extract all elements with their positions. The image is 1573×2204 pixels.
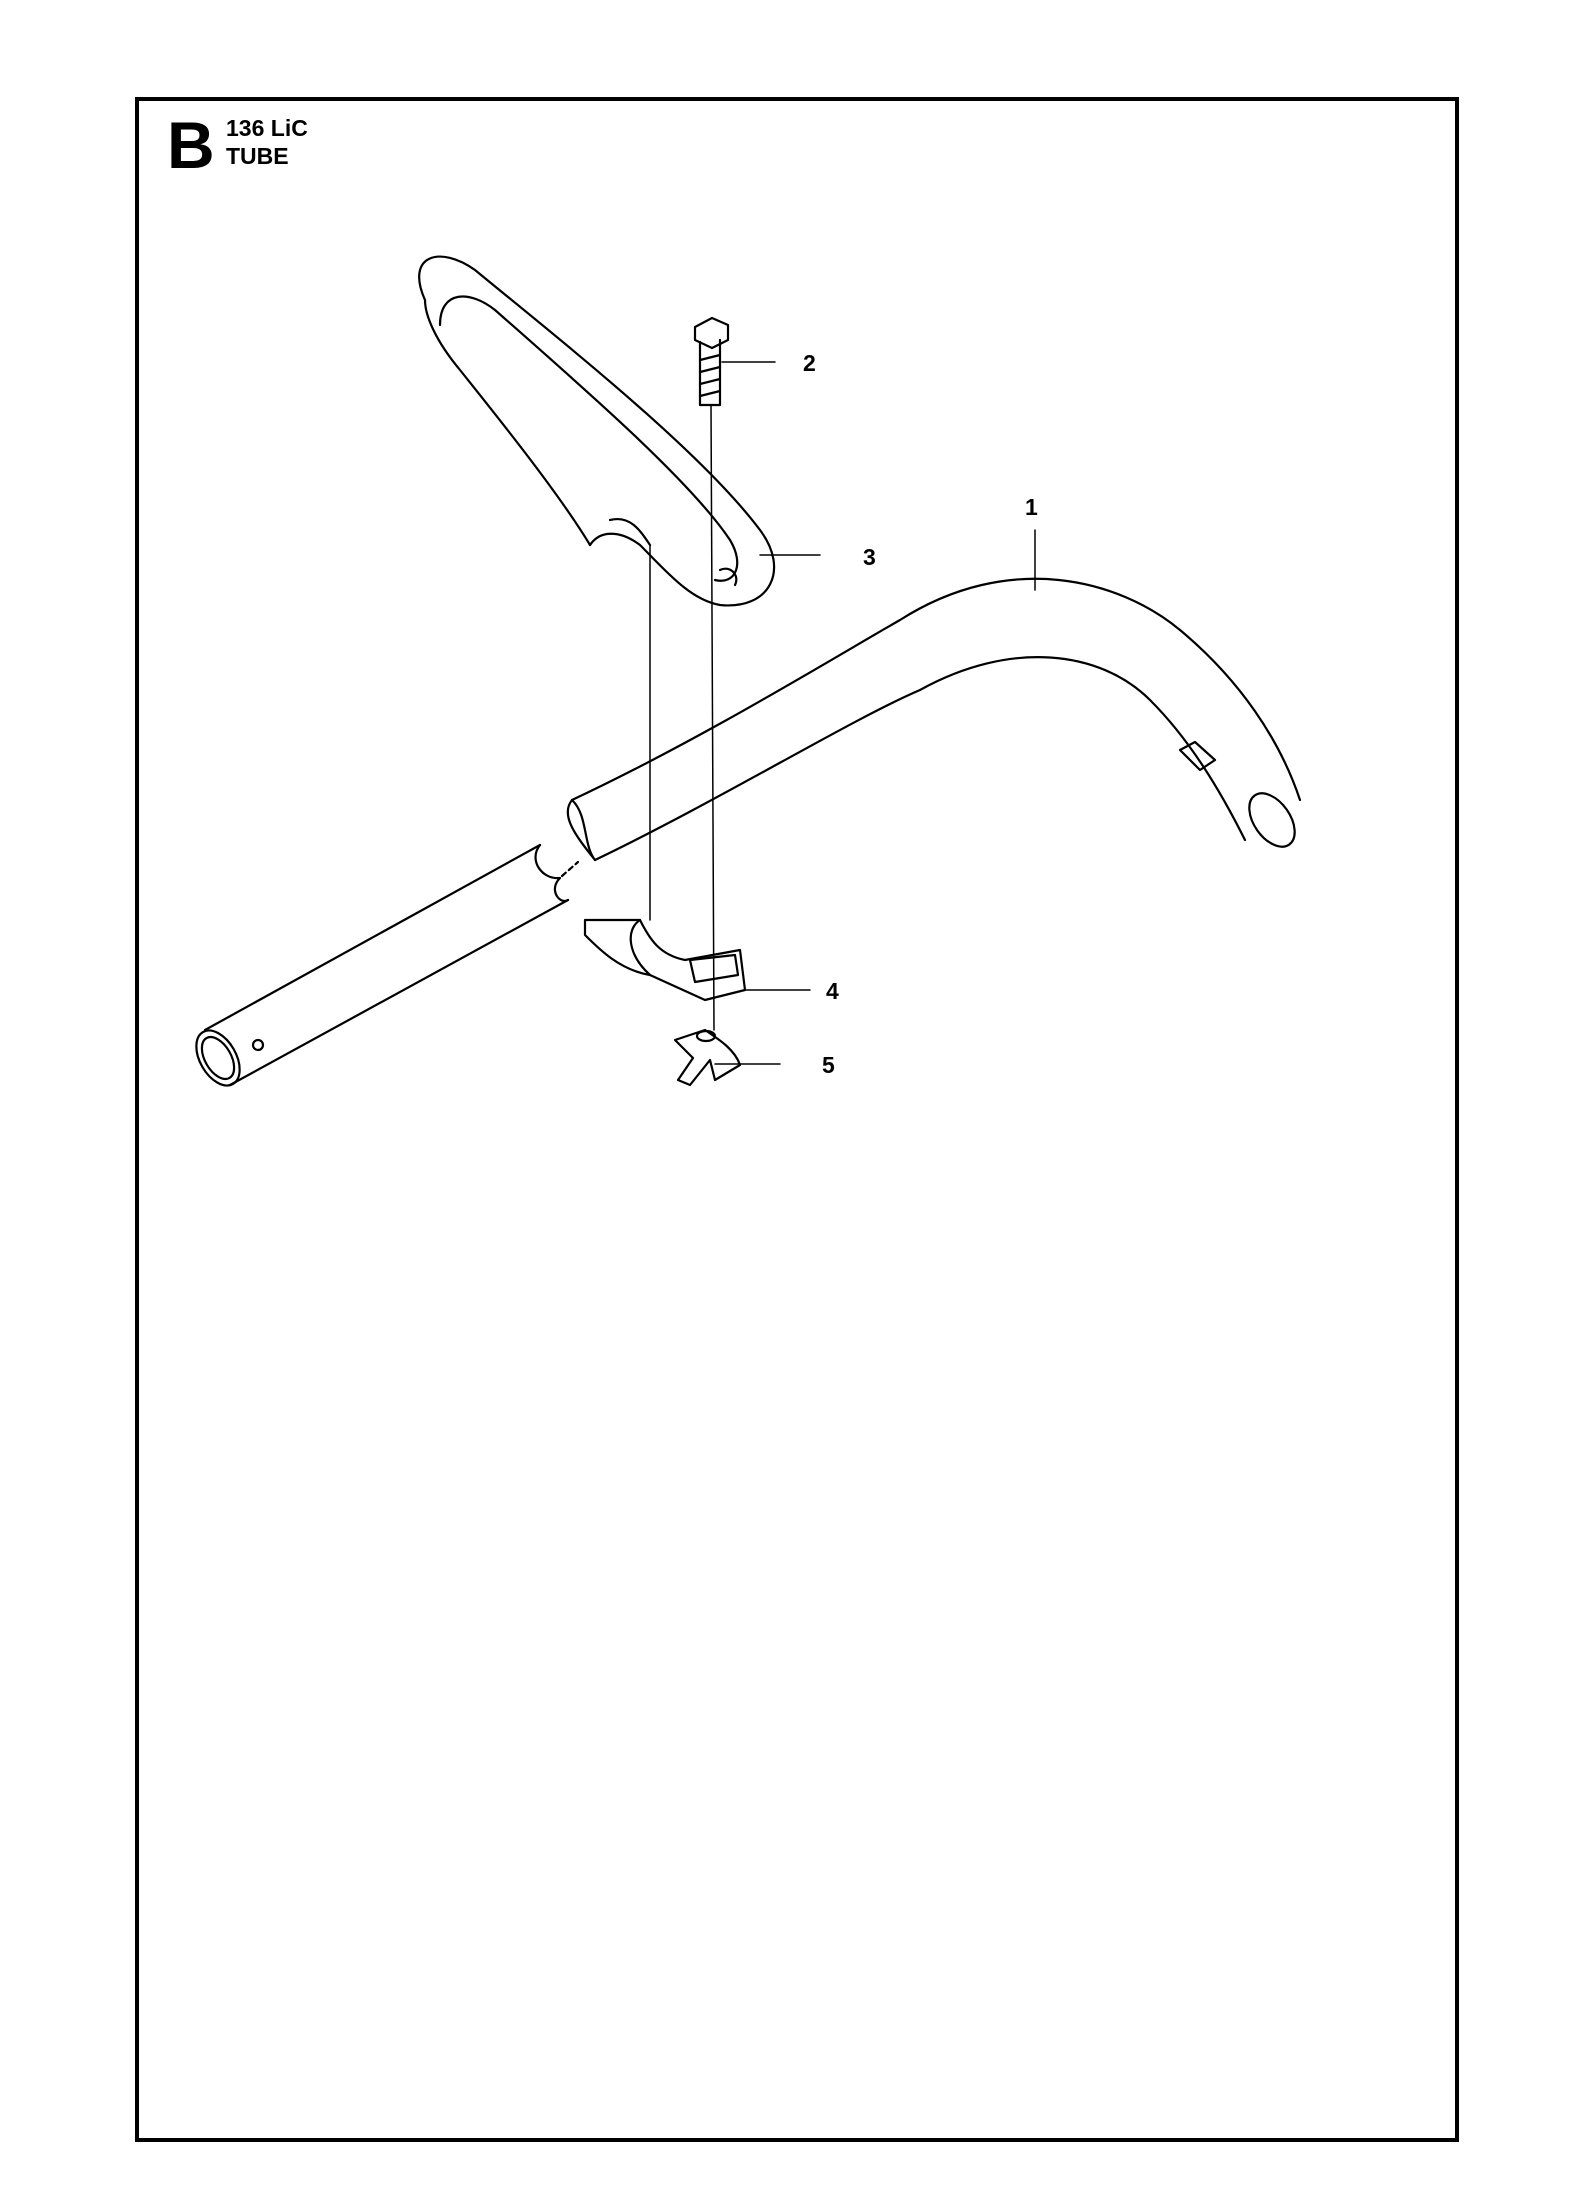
callout-5: 5 [822, 1052, 835, 1078]
assembly-title: TUBE [226, 143, 289, 169]
section-letter: B [167, 108, 215, 182]
straight-tube-section [195, 843, 570, 1087]
break-line [560, 860, 580, 878]
assembly-guide-lines [649, 404, 715, 1031]
callout-4: 4 [826, 978, 839, 1004]
model-name: 136 LiC [226, 115, 308, 141]
wing-nut-part-5 [673, 1028, 742, 1087]
callout-2: 2 [803, 350, 816, 376]
leader-lines [714, 361, 1036, 1065]
callout-3: 3 [863, 544, 876, 570]
callout-1: 1 [1025, 494, 1038, 520]
bracket-part-4 [583, 918, 747, 1002]
bent-tube-part-1 [566, 577, 1302, 862]
loop-handle-part-3 [418, 255, 776, 607]
screw-part-2 [693, 316, 730, 407]
page-frame [135, 97, 1459, 2142]
